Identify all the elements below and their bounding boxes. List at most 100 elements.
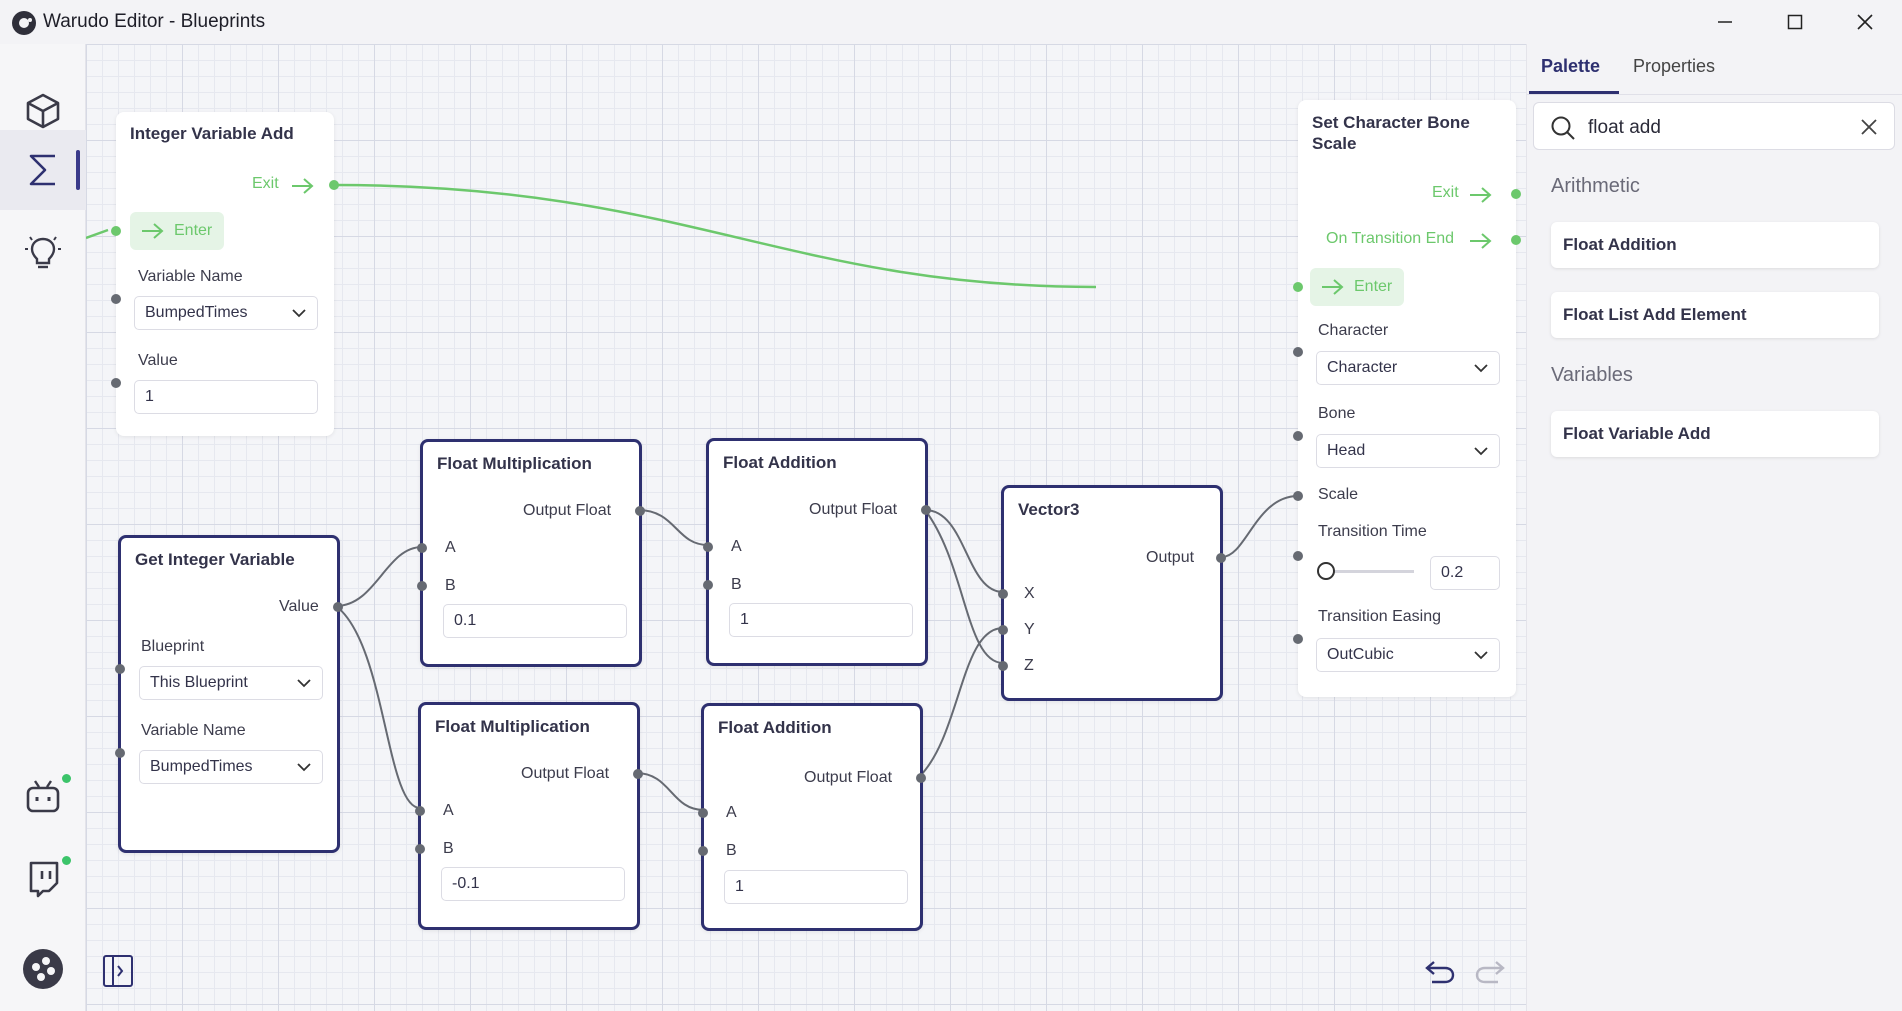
node-float-addition-1[interactable]: Float Addition Output Float A B 1: [703, 438, 931, 666]
maximize-button[interactable]: [1760, 0, 1830, 44]
toggle-panel-button[interactable]: [102, 954, 134, 988]
redo-button[interactable]: [1474, 956, 1506, 986]
close-button[interactable]: [1830, 0, 1900, 44]
enter-input[interactable]: Enter: [130, 212, 224, 250]
node-title-line-1: Set Character Bone: [1312, 113, 1470, 132]
input-z-pin[interactable]: [998, 661, 1008, 671]
tab-properties[interactable]: Properties: [1633, 56, 1716, 76]
input-a-pin[interactable]: [415, 806, 425, 816]
output-float-pin[interactable]: [635, 506, 645, 516]
sidebar-item-bilibili[interactable]: [18, 772, 71, 822]
sidebar-item-scene[interactable]: [18, 86, 68, 136]
input-a-pin[interactable]: [417, 543, 427, 553]
input-b-pin[interactable]: [703, 580, 713, 590]
enter-label: Enter: [174, 222, 213, 239]
sidebar-item-blueprints[interactable]: [0, 130, 86, 210]
warudo-logo-icon: [23, 949, 63, 989]
cube-icon: [26, 93, 60, 129]
enter-pin[interactable]: [111, 226, 121, 236]
input-b-field[interactable]: -0.1: [441, 867, 625, 901]
blueprint-pin[interactable]: [115, 664, 125, 674]
variable-name-pin[interactable]: [115, 748, 125, 758]
exit-pin[interactable]: [1511, 189, 1521, 199]
arrow-right-icon: [1322, 279, 1344, 295]
variable-name-pin[interactable]: [111, 294, 121, 304]
blueprint-dropdown[interactable]: This Blueprint: [139, 666, 323, 700]
input-b-pin[interactable]: [415, 844, 425, 854]
active-indicator: [76, 150, 80, 190]
clear-search-icon[interactable]: [1860, 118, 1878, 136]
node-float-multiplication-1[interactable]: Float Multiplication Output Float A B 0.…: [417, 439, 645, 667]
value-output-pin[interactable]: [333, 602, 343, 612]
sidebar-item-ideas[interactable]: [18, 228, 68, 278]
input-b-field[interactable]: 1: [729, 603, 913, 637]
output-float-label: Output Float: [804, 769, 893, 786]
value-pin[interactable]: [111, 378, 121, 388]
arrow-right-icon: [142, 223, 164, 239]
bilibili-status-dot: [62, 774, 71, 783]
blueprint-value: This Blueprint: [150, 674, 248, 691]
minimize-button[interactable]: [1690, 0, 1760, 44]
node-set-character-bone-scale[interactable]: Set Character Bone Scale Exit On Transit…: [1293, 100, 1521, 697]
output-pin[interactable]: [1216, 553, 1226, 563]
output-float-pin[interactable]: [921, 505, 931, 515]
variable-name-label: Variable Name: [138, 268, 243, 285]
node-get-integer-variable[interactable]: Get Integer Variable Value Blueprint Thi…: [115, 535, 343, 853]
value-value: 1: [145, 388, 154, 405]
input-b-field[interactable]: 1: [724, 870, 908, 904]
palette-item-float-addition[interactable]: Float Addition: [1551, 222, 1879, 268]
palette-item-float-variable-add[interactable]: Float Variable Add: [1551, 411, 1879, 457]
maximize-icon: [1787, 14, 1803, 30]
input-b-label: B: [726, 842, 737, 859]
transition-easing-pin[interactable]: [1293, 634, 1303, 644]
scale-pin[interactable]: [1293, 491, 1303, 501]
input-b-pin[interactable]: [698, 846, 708, 856]
transition-easing-dropdown[interactable]: OutCubic: [1316, 638, 1500, 672]
variable-name-dropdown[interactable]: BumpedTimes: [139, 750, 323, 784]
transition-time-slider-track[interactable]: [1326, 570, 1414, 573]
input-b-pin[interactable]: [417, 581, 427, 591]
active-tab-underline: [1529, 91, 1619, 94]
bone-dropdown[interactable]: Head: [1316, 434, 1500, 468]
output-float-pin[interactable]: [633, 769, 643, 779]
transition-time-slider-knob[interactable]: [1317, 562, 1335, 580]
wire-mult1-to-add1-a: [637, 509, 709, 546]
character-pin[interactable]: [1293, 347, 1303, 357]
input-a-pin[interactable]: [698, 808, 708, 818]
blueprint-canvas[interactable]: Integer Variable Add Exit Enter Variable…: [86, 44, 1526, 1011]
enter-pin[interactable]: [1293, 282, 1303, 292]
exit-output-label: Exit: [252, 175, 279, 192]
node-title: Float Multiplication: [435, 717, 590, 736]
value-input[interactable]: 1: [134, 380, 318, 414]
input-y-pin[interactable]: [998, 625, 1008, 635]
output-float-pin[interactable]: [916, 773, 926, 783]
search-box[interactable]: float add: [1533, 102, 1895, 150]
twitch-status-dot: [62, 856, 71, 865]
sidebar-item-warudo[interactable]: [18, 944, 68, 994]
sidebar-item-twitch[interactable]: [18, 854, 71, 904]
input-x-pin[interactable]: [998, 589, 1008, 599]
warudo-app-icon: [12, 11, 36, 35]
node-float-addition-2[interactable]: Float Addition Output Float A B 1: [698, 703, 926, 931]
palette-item-float-list-add-element[interactable]: Float List Add Element: [1551, 292, 1879, 338]
transition-time-input[interactable]: 0.2: [1430, 556, 1500, 590]
tab-palette[interactable]: Palette: [1541, 56, 1601, 76]
variable-name-dropdown[interactable]: BumpedTimes: [134, 296, 318, 330]
exit-pin[interactable]: [329, 180, 339, 190]
enter-input[interactable]: Enter: [1310, 268, 1404, 306]
transition-easing-value: OutCubic: [1327, 646, 1394, 663]
wire-value-to-mult2-a: [335, 605, 421, 809]
on-transition-end-pin[interactable]: [1511, 235, 1521, 245]
node-float-multiplication-2[interactable]: Float Multiplication Output Float A B -0…: [415, 702, 643, 930]
bone-pin[interactable]: [1293, 431, 1303, 441]
undo-button[interactable]: [1424, 956, 1456, 986]
node-vector3[interactable]: Vector3 Output X Y Z: [998, 485, 1226, 701]
input-b-field[interactable]: 0.1: [443, 604, 627, 638]
search-input[interactable]: float add: [1588, 117, 1661, 138]
character-dropdown[interactable]: Character: [1316, 351, 1500, 385]
input-b-value: -0.1: [452, 875, 480, 892]
search-icon: [1551, 116, 1575, 140]
node-integer-variable-add[interactable]: Integer Variable Add Exit Enter Variable…: [111, 112, 339, 436]
transition-time-pin[interactable]: [1293, 551, 1303, 561]
input-a-pin[interactable]: [703, 542, 713, 552]
